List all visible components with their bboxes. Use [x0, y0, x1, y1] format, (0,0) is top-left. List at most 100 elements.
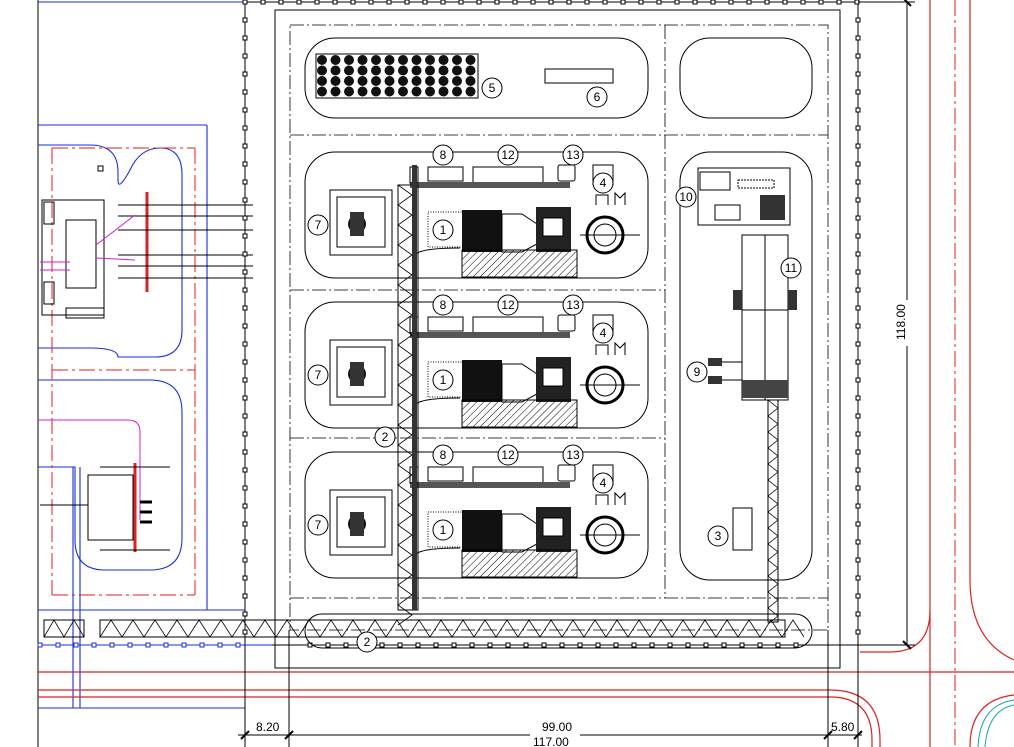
fence-post — [685, 642, 691, 648]
fence-post — [242, 53, 248, 59]
fence-post — [721, 642, 727, 648]
tank — [344, 86, 354, 97]
fence-post — [512, 0, 518, 5]
fence-post — [855, 395, 861, 401]
callout-equip-a: 8 — [432, 294, 454, 316]
fence-post — [855, 323, 861, 329]
tank — [330, 65, 341, 76]
callout-tank-array: 5 — [481, 77, 503, 99]
fence-post — [145, 642, 151, 648]
fence-post — [242, 395, 248, 401]
fence-post — [242, 17, 248, 23]
fence-post — [386, 0, 392, 5]
tank — [425, 55, 435, 65]
fence-post — [855, 377, 861, 383]
svg-text:7: 7 — [315, 368, 322, 382]
svg-text:9: 9 — [694, 365, 701, 379]
fence-post — [494, 0, 500, 5]
tank — [411, 86, 422, 97]
generator-unit: 7 8 12 13 4 1 — [304, 144, 649, 279]
fence-post — [739, 642, 745, 648]
callout-equip-d: 4 — [592, 472, 614, 494]
callout-aux-equipment: 9 — [686, 361, 708, 383]
tank — [398, 65, 408, 76]
tank — [411, 65, 422, 76]
tank — [357, 65, 368, 76]
pipe-rack-bottom — [43, 619, 805, 638]
fence-post — [674, 0, 680, 5]
callout-equip-b: 12 — [497, 144, 519, 166]
fence-post — [710, 0, 716, 5]
fence-post — [855, 575, 861, 581]
svg-text:1: 1 — [440, 223, 447, 237]
fence-post — [855, 431, 861, 437]
tank-pad — [304, 37, 649, 119]
svg-text:4: 4 — [600, 326, 607, 340]
fence-post — [37, 642, 43, 648]
site-fence — [37, 0, 861, 669]
svg-text:13: 13 — [566, 448, 580, 462]
callout-turbine: 1 — [432, 369, 454, 391]
fence-post — [242, 521, 248, 527]
fence-post — [199, 642, 205, 648]
pipe-rack-vertical — [397, 165, 419, 626]
fence-post — [577, 642, 583, 648]
tank — [465, 86, 476, 97]
fence-post — [242, 35, 248, 41]
fence-post — [242, 557, 248, 563]
tank — [344, 76, 354, 86]
svg-text:13: 13 — [566, 148, 580, 162]
tank — [344, 55, 354, 65]
fence-post — [242, 467, 248, 473]
callout-equip-a: 8 — [432, 144, 454, 166]
fence-post — [855, 341, 861, 347]
fence-post — [242, 413, 248, 419]
fence-post — [242, 251, 248, 257]
fence-post — [242, 215, 248, 221]
fence-post — [548, 0, 554, 5]
tank — [371, 76, 381, 86]
generator-unit: 7 8 12 13 4 1 — [304, 294, 649, 429]
callout-pipe-rack-bottom: 2 — [356, 631, 378, 653]
transformer — [329, 189, 393, 256]
svg-text:1: 1 — [440, 523, 447, 537]
fence-post — [242, 305, 248, 311]
fence-post — [855, 251, 861, 257]
fence-post — [242, 0, 248, 5]
fence-post — [855, 611, 861, 617]
svg-text:2: 2 — [382, 430, 389, 444]
dimension-lines — [238, 0, 915, 747]
fence-post — [855, 53, 861, 59]
svg-text:4: 4 — [600, 176, 607, 190]
fence-post — [793, 642, 799, 648]
fence-post — [855, 629, 861, 635]
fence-post — [855, 35, 861, 41]
fence-post — [818, 0, 824, 5]
svg-text:12: 12 — [501, 448, 515, 462]
svg-text:8: 8 — [440, 148, 447, 162]
fence-post — [667, 642, 673, 648]
fence-post — [242, 575, 248, 581]
small-building — [732, 507, 753, 551]
fence-post — [855, 449, 861, 455]
callout-equip-c: 13 — [562, 144, 584, 166]
fence-post — [855, 161, 861, 167]
tank — [371, 65, 381, 76]
fence-post — [584, 0, 590, 5]
fence-post — [404, 0, 410, 5]
fence-post — [242, 125, 248, 131]
callout-equip-d: 4 — [592, 322, 614, 344]
tank — [398, 86, 408, 97]
svg-text:12: 12 — [501, 148, 515, 162]
fence-post — [235, 642, 241, 648]
fence-post — [242, 269, 248, 275]
fence-post — [855, 287, 861, 293]
tank — [330, 55, 341, 65]
fence-post — [242, 629, 248, 635]
fence-post — [163, 642, 169, 648]
fence-post — [242, 89, 248, 95]
tank — [357, 86, 368, 97]
pipe-rack-right — [767, 399, 779, 625]
fence-post — [800, 0, 806, 5]
tank — [465, 55, 476, 65]
